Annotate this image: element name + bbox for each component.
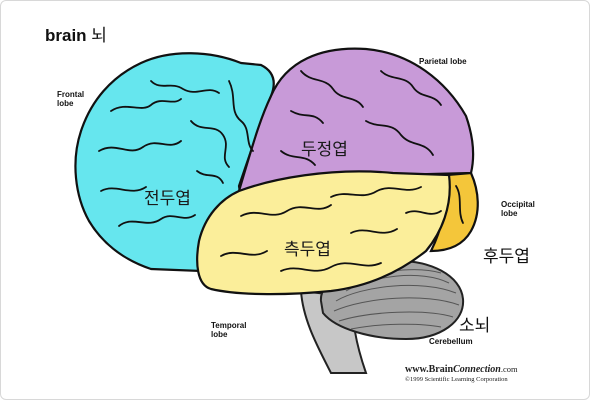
korean-label-frontal: 전두엽 [144, 189, 191, 208]
title-english: brain [45, 26, 87, 45]
korean-label-temporal: 측두엽 [284, 240, 331, 259]
label-occipital-line1: Occipital [501, 200, 535, 209]
label-temporal-line2: lobe [211, 330, 228, 339]
label-occipital: Occipital lobe [501, 200, 535, 218]
label-frontal-line2: lobe [57, 99, 74, 108]
credit-url-prefix: www.Brain [405, 364, 454, 375]
credit-url: www.BrainConnection.com [405, 364, 518, 375]
credit-url-suffix: .com [500, 364, 518, 374]
title-korean: 뇌 [91, 26, 107, 45]
label-cerebellum: Cerebellum [429, 337, 473, 346]
label-frontal-line1: Frontal [57, 90, 85, 99]
label-parietal: Parietal lobe [419, 57, 467, 66]
page-title: brain 뇌 [45, 21, 107, 46]
parietal-lobe [237, 47, 475, 193]
label-occipital-line2: lobe [501, 209, 518, 218]
temporal-lobe [196, 170, 451, 296]
label-temporal: Temporal lobe [211, 321, 246, 339]
credit-url-italic: Connection [453, 364, 501, 375]
credit-block: www.BrainConnection.com ©1999 Scientific… [405, 364, 518, 383]
label-frontal: Frontal lobe [57, 90, 84, 108]
label-temporal-line1: Temporal [211, 321, 247, 330]
korean-label-occipital: 후두엽 [483, 247, 530, 266]
korean-label-cerebellum: 소뇌 [459, 316, 491, 335]
credit-copyright: ©1999 Scientific Learning Corporation [405, 376, 508, 383]
korean-label-parietal: 두정엽 [301, 140, 348, 159]
